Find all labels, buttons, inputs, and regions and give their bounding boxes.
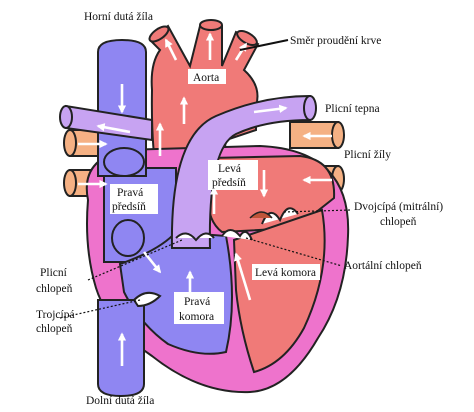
flow-arrow bbox=[233, 252, 252, 301]
mitral-valve-leaflet bbox=[249, 211, 273, 219]
flow-arrow bbox=[96, 123, 131, 134]
label-aorta: Aorta bbox=[193, 72, 219, 84]
aortic-valve bbox=[221, 229, 253, 241]
right-atrium-label-bg bbox=[110, 184, 158, 214]
flow-arrow bbox=[234, 42, 248, 61]
label-mitral-valve-2: chlopeň bbox=[380, 216, 417, 228]
label-mitral-valve-1: Dvojcípá (mitrální) bbox=[354, 201, 443, 213]
label-left-atrium-1: Levá bbox=[218, 163, 241, 175]
label-left-atrium-2: předsíň bbox=[212, 177, 246, 189]
label-superior-vena-cava: Horní dutá žíla bbox=[84, 11, 153, 23]
label-flow-direction: Směr proudění krve bbox=[290, 35, 381, 47]
valves bbox=[132, 207, 299, 308]
label-left-ventricle: Levá komora bbox=[255, 267, 316, 279]
label-right-ventricle-2: komora bbox=[179, 311, 214, 323]
leader-line-mitral bbox=[283, 209, 351, 213]
tricuspid-valve bbox=[132, 291, 162, 308]
leader-line-aortic bbox=[245, 237, 343, 267]
coronary-sinus-opening bbox=[111, 219, 145, 257]
label-right-atrium-1: Pravá bbox=[117, 187, 143, 199]
label-right-ventricle-1: Pravá bbox=[184, 296, 210, 308]
label-tricuspid-valve-1: Trojcípá bbox=[36, 309, 75, 321]
leader-lines bbox=[59, 39, 351, 319]
left-ventricle bbox=[232, 208, 326, 374]
label-tricuspid-valve-2: chlopeň bbox=[36, 323, 73, 335]
flow-arrow bbox=[142, 251, 162, 274]
label-right-atrium-2: předsíň bbox=[112, 201, 146, 213]
flow-arrow bbox=[164, 38, 178, 61]
leader-line-tricuspid bbox=[59, 299, 141, 319]
left-ventricle-label-bg bbox=[252, 264, 320, 280]
vena-cava-opening bbox=[103, 147, 145, 177]
label-inferior-vena-cava: Dolní dutá žíla bbox=[86, 395, 154, 407]
label-pulmonary-valve-2: chlopeň bbox=[36, 283, 73, 295]
aorta-label-bg bbox=[188, 69, 226, 84]
right-ventricle-label-bg bbox=[174, 292, 224, 324]
flow-arrow bbox=[253, 104, 288, 114]
label-aortic-valve: Aortální chlopeň bbox=[344, 260, 422, 272]
pulmonary-valve bbox=[175, 232, 215, 242]
leader-line-flow bbox=[239, 39, 289, 51]
label-pulmonary-artery: Plicní tepna bbox=[325, 103, 380, 115]
leader-line-pulmonary-valve bbox=[87, 239, 183, 281]
label-pulmonary-veins: Plicní žíly bbox=[344, 149, 391, 161]
left-atrium-label-bg bbox=[208, 160, 258, 190]
label-pulmonary-valve-1: Plicní bbox=[40, 267, 68, 279]
